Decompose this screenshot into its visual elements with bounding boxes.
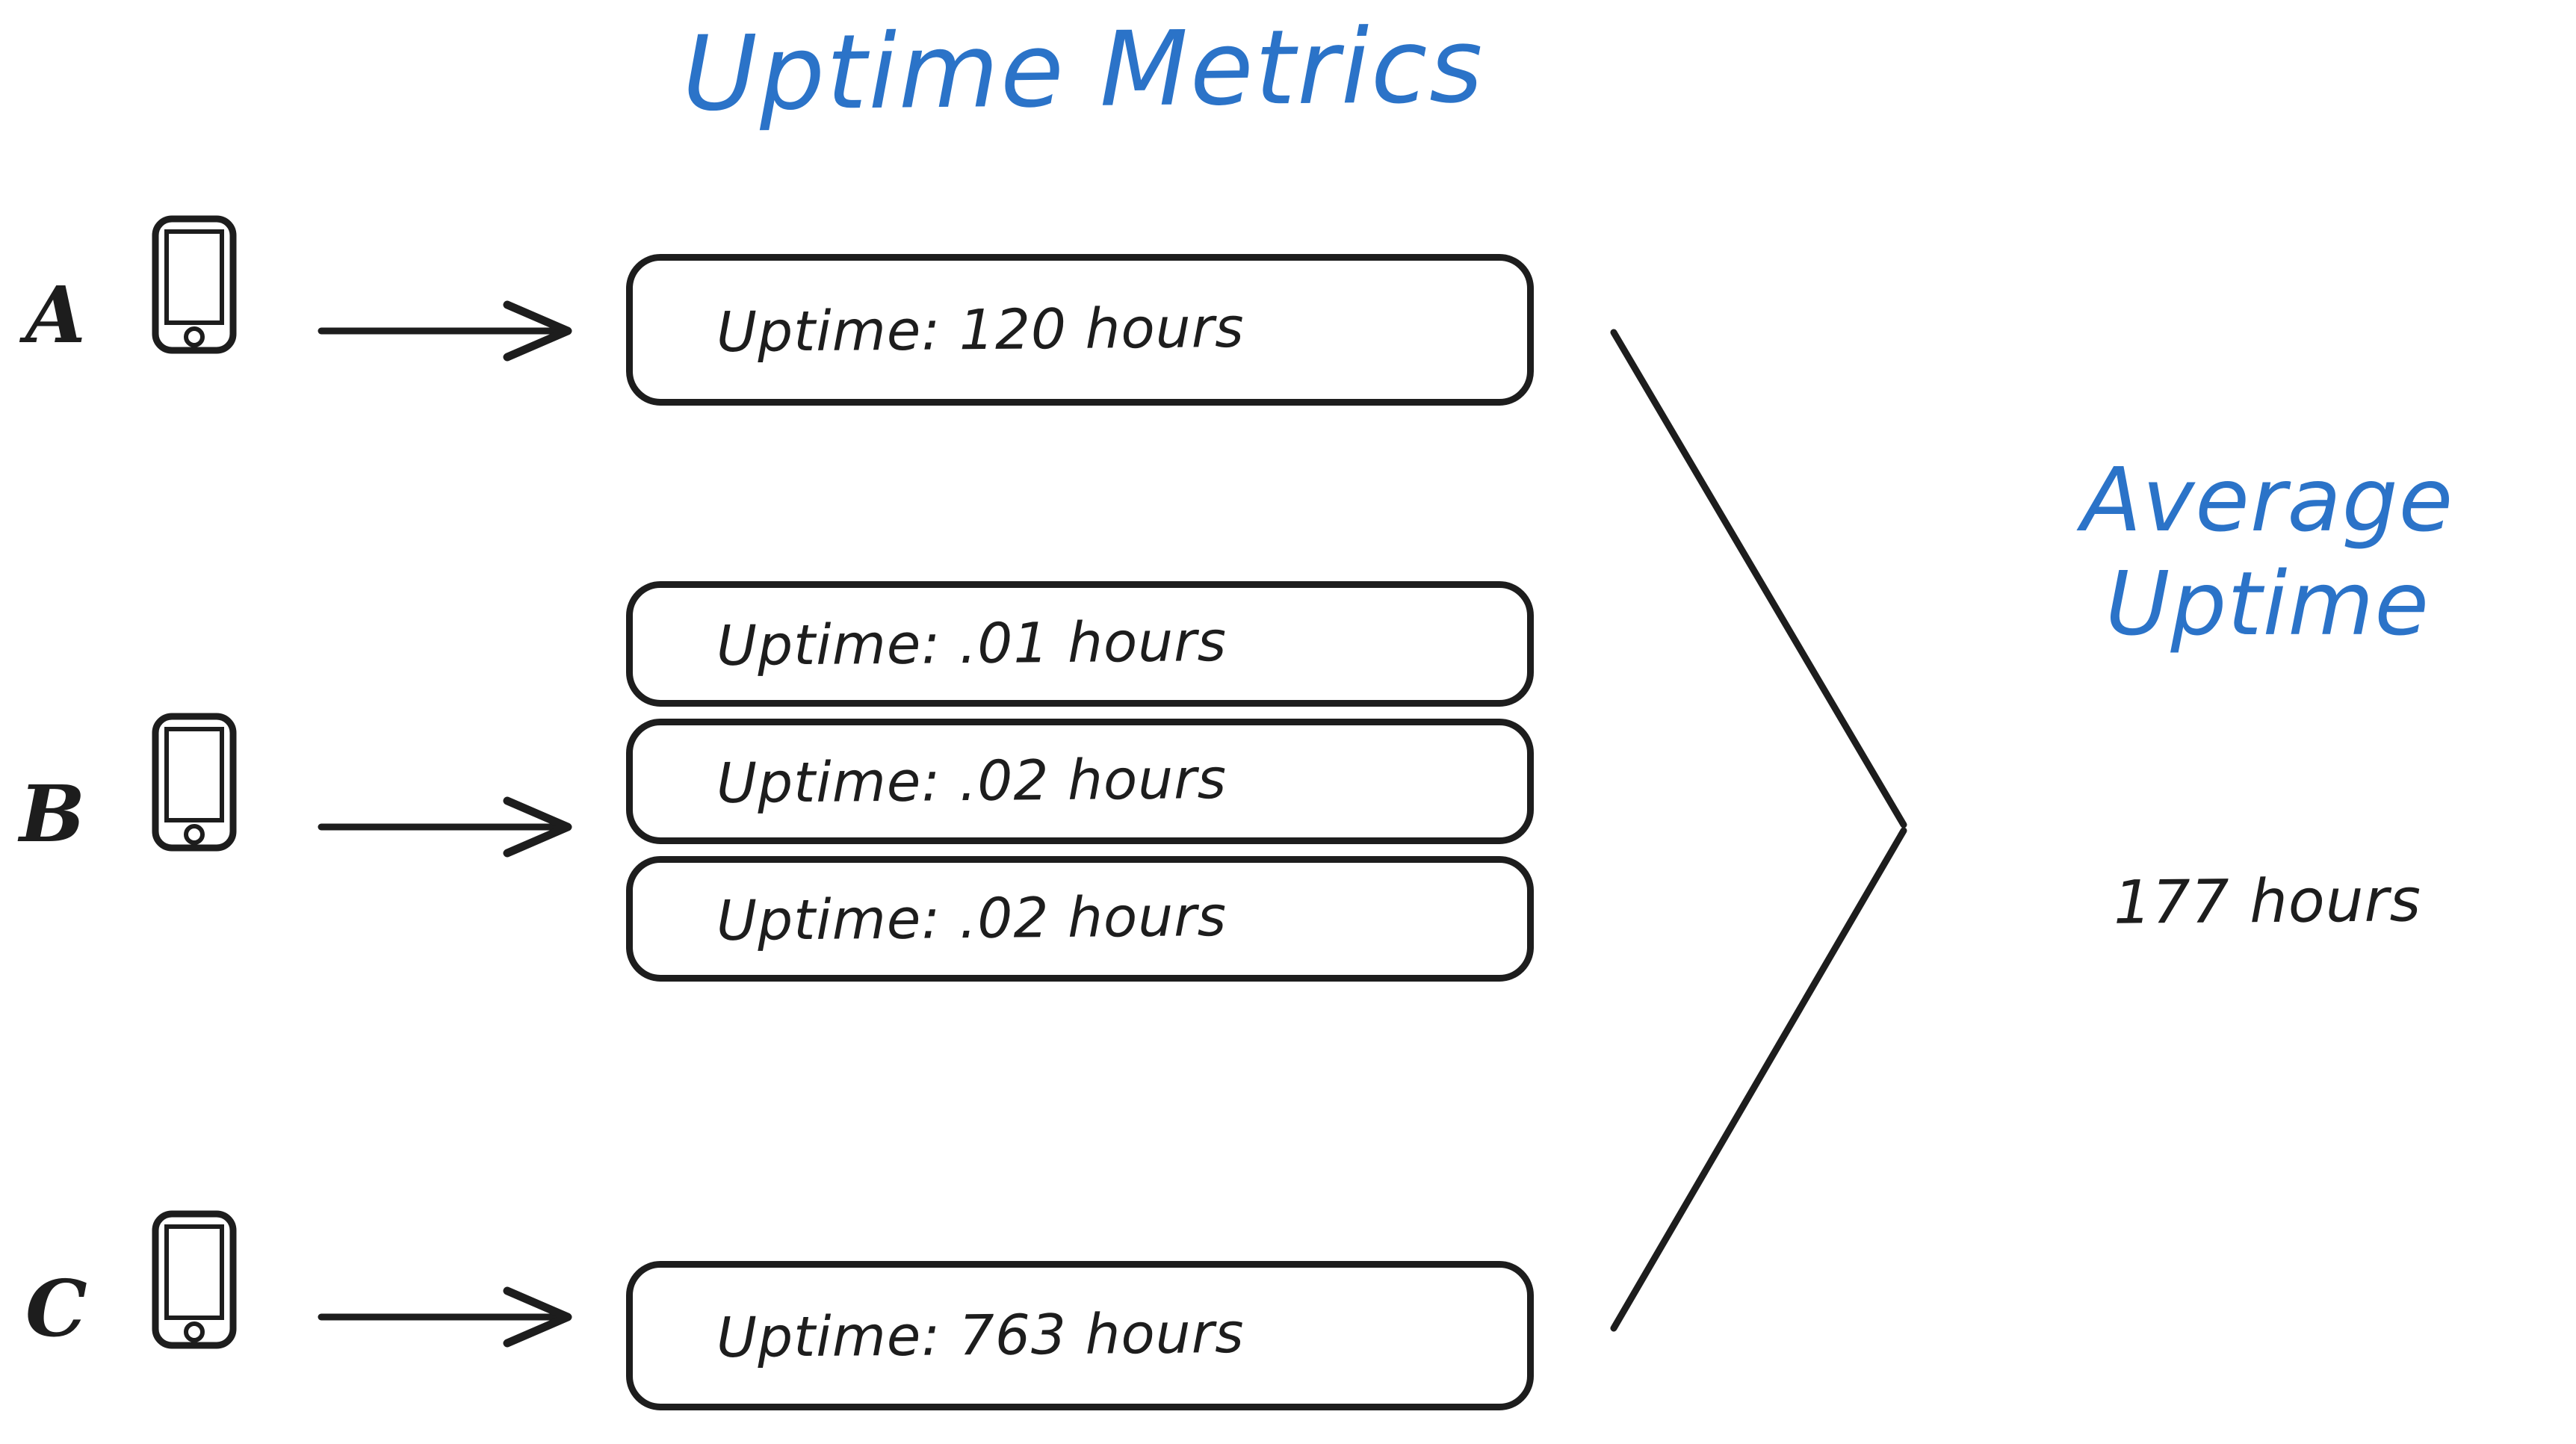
arrow-right-icon xyxy=(317,793,578,864)
smartphone-icon xyxy=(149,711,239,856)
metric-box-label: Uptime: 120 hours xyxy=(716,295,1245,365)
summary-title-line-1: Average xyxy=(2081,448,2454,551)
smartphone-icon xyxy=(149,214,239,359)
summary-value: 177 hours xyxy=(2113,865,2422,938)
metric-box-label: Uptime: .02 hours xyxy=(716,884,1227,953)
summary-title-line-2: Uptime xyxy=(2105,552,2430,656)
metric-box: Uptime: .02 hours xyxy=(626,719,1534,844)
summary-title: Average Uptime xyxy=(1972,448,2563,656)
metric-box-label: Uptime: 763 hours xyxy=(716,1301,1245,1371)
metric-box: Uptime: .01 hours xyxy=(626,581,1534,707)
aggregation-wedge-connector xyxy=(1584,299,1957,1360)
metric-box: Uptime: 120 hours xyxy=(626,254,1534,406)
smartphone-icon xyxy=(149,1209,239,1354)
arrow-right-icon xyxy=(317,297,578,368)
metric-box: Uptime: 763 hours xyxy=(626,1261,1534,1410)
page-title: Uptime Metrics xyxy=(681,5,1485,134)
device-label-b: B xyxy=(19,768,85,860)
device-label-c: C xyxy=(25,1262,87,1354)
metric-box: Uptime: .02 hours xyxy=(626,856,1534,982)
metric-box-label: Uptime: .01 hours xyxy=(716,610,1227,678)
metric-box-label: Uptime: .02 hours xyxy=(716,747,1227,816)
arrow-right-icon xyxy=(317,1283,578,1354)
device-label-a: A xyxy=(25,269,86,361)
